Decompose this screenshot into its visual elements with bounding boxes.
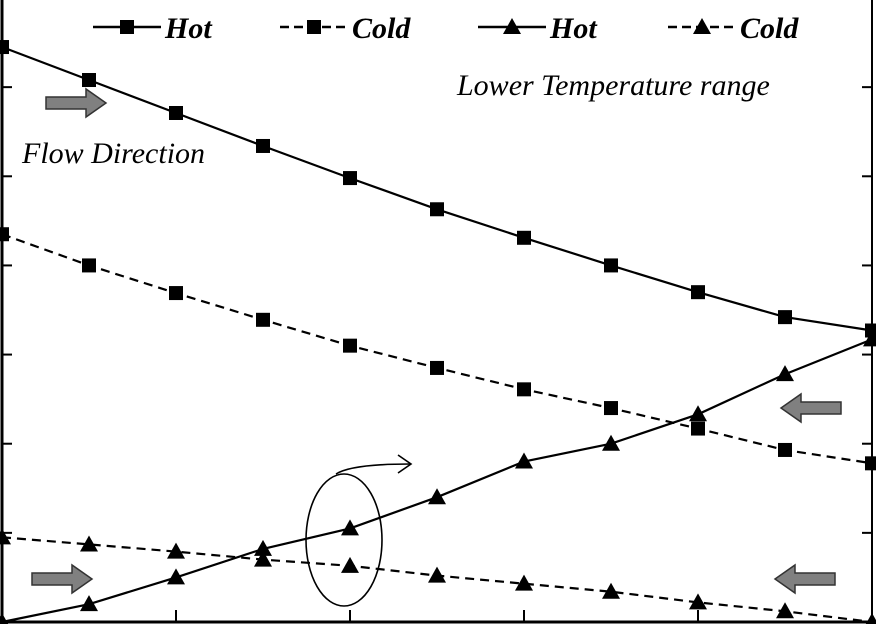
legend-marker-square	[120, 20, 134, 34]
legend-marker-square	[307, 20, 321, 34]
legend-label-hot-triangle: Hot	[549, 12, 598, 45]
data-point-square	[0, 227, 9, 242]
data-point-triangle	[515, 452, 533, 469]
data-point-square	[691, 285, 705, 300]
data-point-triangle	[80, 535, 98, 552]
data-point-triangle	[167, 542, 185, 559]
series-layer	[0, 40, 876, 624]
data-point-square	[0, 40, 9, 55]
legend-label-cold-square: Cold	[352, 12, 411, 45]
flow-arrow-right-bottom-icon	[31, 563, 94, 595]
data-point-triangle	[776, 365, 794, 382]
series-line	[1, 233, 873, 465]
data-point-square	[604, 258, 618, 273]
data-point-square	[778, 310, 792, 325]
data-point-square	[82, 258, 96, 273]
data-point-square	[343, 338, 357, 353]
callout-arrow	[335, 463, 411, 475]
legend-marker-triangle	[503, 18, 521, 34]
data-point-square	[604, 401, 618, 416]
data-point-triangle	[80, 595, 98, 612]
data-point-triangle	[0, 613, 9, 624]
data-point-square	[865, 323, 876, 338]
data-point-triangle	[863, 330, 876, 347]
data-point-triangle	[689, 405, 707, 422]
flow-arrows	[31, 87, 842, 595]
data-point-triangle	[776, 602, 794, 619]
series-2-hot-triangle	[0, 330, 876, 624]
data-point-square	[517, 230, 531, 245]
legend-label-hot-square: Hot	[164, 12, 213, 45]
data-point-square	[343, 171, 357, 186]
data-point-square	[691, 421, 705, 436]
legend: Hot Cold Hot Cold	[93, 12, 799, 45]
data-point-square	[430, 360, 444, 375]
highlight-callout	[305, 454, 413, 607]
data-point-triangle	[428, 566, 446, 583]
callout-arrowhead	[397, 454, 413, 474]
data-point-triangle	[254, 539, 272, 556]
data-point-triangle	[428, 488, 446, 505]
data-point-triangle	[602, 434, 620, 451]
legend-label-cold-triangle: Cold	[740, 12, 799, 45]
flow-arrow-left-mid-icon	[779, 392, 842, 424]
data-point-square	[865, 456, 876, 471]
data-point-triangle	[341, 519, 359, 536]
flow-direction-label: Flow Direction	[21, 137, 205, 170]
flow-arrow-right-top-icon	[45, 87, 108, 119]
data-point-triangle	[254, 550, 272, 567]
data-point-square	[169, 105, 183, 120]
series-1-cold-square	[0, 227, 876, 471]
data-point-triangle	[167, 568, 185, 585]
data-point-square	[256, 312, 270, 327]
data-point-square	[169, 286, 183, 301]
data-point-triangle	[689, 593, 707, 610]
data-point-triangle	[602, 582, 620, 599]
data-point-square	[778, 442, 792, 457]
data-point-square	[82, 73, 96, 88]
flow-arrow-left-bottom-icon	[773, 563, 836, 595]
data-point-square	[430, 202, 444, 217]
data-point-square	[517, 382, 531, 397]
data-point-triangle	[515, 574, 533, 591]
highlight-ellipse	[305, 473, 383, 607]
data-point-square	[256, 138, 270, 153]
data-point-triangle	[865, 613, 876, 624]
series-0-hot-square	[0, 40, 876, 338]
legend-marker-triangle	[693, 18, 711, 34]
data-point-triangle	[0, 528, 11, 545]
range-label: Lower Temperature range	[456, 69, 770, 102]
series-3-cold-triangle	[0, 528, 876, 624]
data-point-triangle	[341, 556, 359, 573]
